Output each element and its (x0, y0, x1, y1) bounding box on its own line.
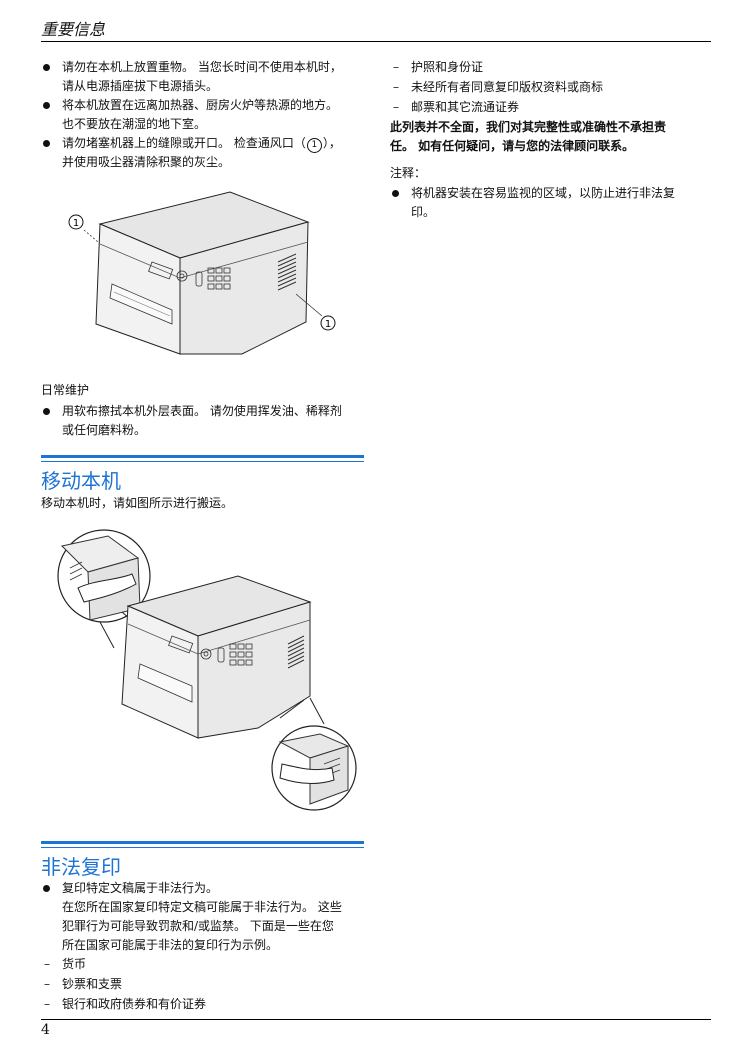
bullet-line: 请勿堵塞机器上的缝隙或开口。 检查通风口（1）， (62, 134, 366, 153)
disclaimer: 此列表并不全面，我们对其完整性或准确性不承担责 任。 如有任何疑问，请与您的法律… (390, 118, 712, 156)
disclaimer-line: 此列表并不全面，我们对其完整性或准确性不承担责 (390, 120, 667, 134)
carrying-machine-illustration (57, 529, 357, 811)
list-item: 未经所有者同意复印版权资料或商标 (390, 78, 712, 97)
maintenance-bullet: 用软布擦拭本机外层表面。 请勿使用挥发油、稀释剂 或任何磨料粉。 (41, 402, 366, 440)
bullet-line: 请勿在本机上放置重物。 当您长时间不使用本机时， (62, 60, 342, 74)
section-bar (41, 455, 364, 458)
list-item: 货币 (41, 955, 366, 974)
body-line: 所在国家可能属于非法的复印行为示例。 (62, 938, 279, 952)
callout-right-label: 1 (325, 319, 331, 330)
machine-vent-illustration: 1 1 (68, 191, 336, 355)
bullet-item: 将本机放置在远离加热器、厨房火炉等热源的地方。 也不要放在潮湿的地下室。 (41, 96, 366, 134)
bullet-text: 请勿堵塞机器上的缝隙或开口。 检查通风口（ (62, 136, 306, 150)
body-line: 犯罪行为可能导致罚款和/或监禁。 下面是一些在您 (62, 919, 334, 933)
bullet-text: ）， (322, 136, 341, 150)
bullet-line: 也不要放在潮湿的地下室。 (62, 117, 207, 131)
section-bar-thin (41, 461, 364, 462)
header-rule (41, 41, 711, 42)
maintenance-heading: 日常维护 (41, 383, 90, 397)
bullet-line: 或任何磨料粉。 (62, 423, 147, 437)
bullet-line: 并使用吸尘器清除积聚的灰尘。 (62, 155, 231, 169)
disclaimer-line: 任。 如有任何疑问，请与您的法律顾问联系。 (390, 139, 635, 153)
right-column: 护照和身份证 未经所有者同意复印版权资料或商标 邮票和其它流通证券 此列表并不全… (390, 58, 712, 222)
page-number: 4 (41, 1022, 50, 1038)
list-item: 银行和政府债券和有价证券 (41, 995, 366, 1014)
bullet-line: 将本机放置在远离加热器、厨房火炉等热源的地方。 (62, 98, 339, 112)
list-item: 钞票和支票 (41, 975, 366, 994)
bullet-item: 用软布擦拭本机外层表面。 请勿使用挥发油、稀释剂 或任何磨料粉。 (41, 402, 366, 440)
bullet-item: 请勿在本机上放置重物。 当您长时间不使用本机时， 请从电源插座拔下电源插头。 (41, 58, 366, 96)
note-bullet: 将机器安装在容易监视的区域，以防止进行非法复 印。 (390, 184, 712, 222)
callout-left-label: 1 (73, 218, 79, 229)
bullet-item: 请勿堵塞机器上的缝隙或开口。 检查通风口（1）， 并使用吸尘器清除积聚的灰尘。 (41, 134, 366, 172)
bullet-line: 用软布擦拭本机外层表面。 请勿使用挥发油、稀释剂 (62, 404, 342, 418)
illegal-copy-body: 在您所在国家复印特定文稿可能属于非法行为。 这些 犯罪行为可能导致罚款和/或监禁… (41, 898, 366, 955)
page-header-title: 重要信息 (41, 20, 106, 39)
list-item: 护照和身份证 (390, 58, 712, 77)
bullet-line: 将机器安装在容易监视的区域，以防止进行非法复 (411, 186, 676, 200)
note-label: 注释： (390, 166, 427, 180)
callout-marker: 1 (306, 138, 322, 153)
section-title-move: 移动本机 (41, 469, 121, 493)
footer-rule (41, 1019, 711, 1020)
section-title-illegal-copy: 非法复印 (41, 855, 121, 879)
list-item: 邮票和其它流通证券 (390, 98, 712, 117)
section-move-text: 移动本机时，请如图所示进行搬运。 (41, 496, 234, 510)
bullet-item: 复印特定文稿属于非法行为。 (41, 879, 366, 898)
bullet-line: 请从电源插座拔下电源插头。 (62, 79, 219, 93)
section-bar-thin (41, 847, 364, 848)
section-bar (41, 841, 364, 844)
left-column-top: 请勿在本机上放置重物。 当您长时间不使用本机时， 请从电源插座拔下电源插头。 将… (41, 58, 366, 172)
bullet-line: 印。 (411, 205, 436, 219)
body-line: 在您所在国家复印特定文稿可能属于非法行为。 这些 (62, 900, 342, 914)
illegal-copy-content: 复印特定文稿属于非法行为。 在您所在国家复印特定文稿可能属于非法行为。 这些 犯… (41, 879, 366, 1015)
